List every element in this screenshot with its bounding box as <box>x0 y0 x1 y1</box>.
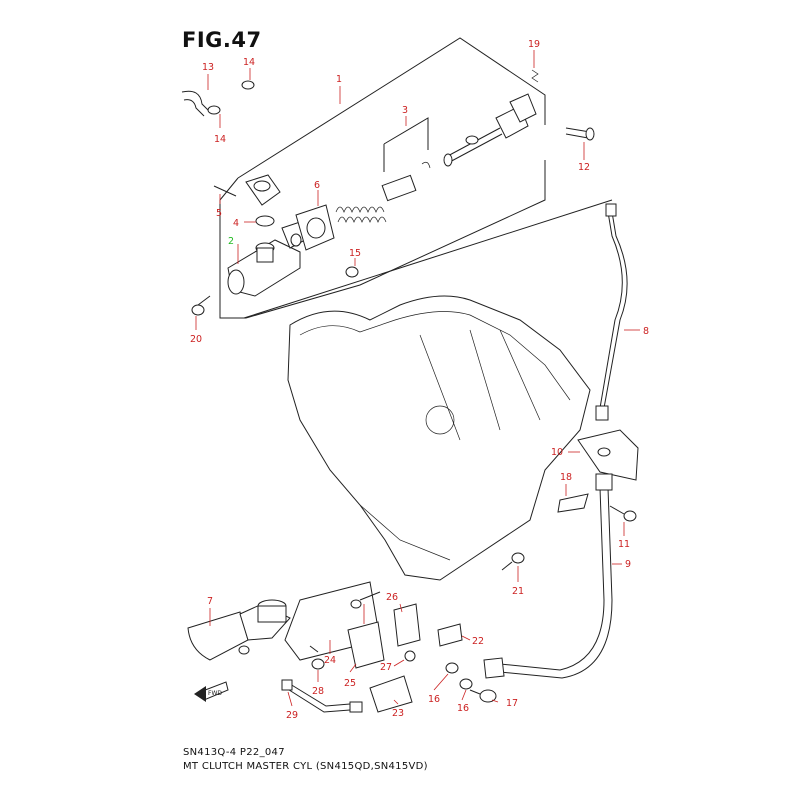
gasket <box>295 204 335 251</box>
mounting-plate <box>284 581 381 661</box>
callout-16: 16 <box>457 703 469 714</box>
callout-25: 25 <box>344 678 356 689</box>
callout-14: 14 <box>243 57 255 68</box>
callout-6: 6 <box>314 180 320 191</box>
damper <box>369 675 413 713</box>
bolt <box>501 552 525 571</box>
clutch-pipe <box>595 203 628 421</box>
bracket <box>347 621 385 669</box>
callout-9: 9 <box>625 559 631 570</box>
fitting <box>437 623 463 647</box>
washer <box>445 662 459 674</box>
callout-18: 18 <box>560 472 572 483</box>
callout-19: 19 <box>528 39 540 50</box>
callout-labels: 1 2 3 4 5 6 7 8 9 10 11 12 13 14 14 15 1… <box>190 39 649 721</box>
bolt <box>309 645 325 670</box>
clutch-hose <box>483 473 613 679</box>
callout-7: 7 <box>207 596 213 607</box>
pin <box>213 185 237 197</box>
callout-10: 10 <box>551 447 563 458</box>
callout-22: 22 <box>472 636 484 647</box>
figure-description: MT CLUTCH MASTER CYL (SN415QD,SN415VD) <box>183 761 428 772</box>
master-cylinder-box <box>219 37 546 319</box>
fwd-arrow: FWD <box>194 681 229 702</box>
callout-1: 1 <box>336 74 342 85</box>
callout-5: 5 <box>216 208 222 219</box>
push-rod <box>443 93 537 167</box>
callout-20: 20 <box>190 334 202 345</box>
figure-title: FIG.47 <box>182 28 262 52</box>
callout-21: 21 <box>512 586 524 597</box>
callout-3: 3 <box>402 105 408 116</box>
retainer-clip <box>557 493 589 513</box>
callout-4: 4 <box>233 218 239 229</box>
master-cylinder <box>227 215 306 297</box>
clutch-pipe-lower <box>281 679 363 713</box>
callout-26: 26 <box>386 592 398 603</box>
callout-15: 15 <box>349 248 361 259</box>
callout-13: 13 <box>202 62 214 73</box>
callout-28: 28 <box>312 686 324 697</box>
figure-code: SN413Q-4 P22_047 <box>183 747 285 758</box>
callout-12: 12 <box>578 162 590 173</box>
connector <box>245 174 281 206</box>
piston-spring <box>335 117 431 223</box>
callout-27: 27 <box>380 662 392 673</box>
bolt <box>609 505 637 522</box>
callout-24: 24 <box>324 655 336 666</box>
clevis-pin <box>565 127 595 141</box>
callout-29: 29 <box>286 710 298 721</box>
bracket <box>577 429 639 481</box>
callout-23: 23 <box>392 708 404 719</box>
leader-lines <box>195 50 640 707</box>
union <box>393 603 421 647</box>
slave-cylinder <box>187 599 291 661</box>
nut <box>345 266 359 278</box>
seal-ring <box>404 650 416 662</box>
fwd-label: FWD <box>208 690 222 697</box>
washer <box>459 678 473 690</box>
bolt <box>191 295 211 316</box>
callout-16: 16 <box>428 694 440 705</box>
callout-11: 11 <box>618 539 630 550</box>
reservoir-hose <box>181 80 255 117</box>
callout-2: 2 <box>228 236 234 247</box>
callout-17: 17 <box>506 698 518 709</box>
clip <box>531 69 539 83</box>
transmission-housing <box>287 295 591 581</box>
callout-8: 8 <box>643 326 649 337</box>
union-bolt <box>469 689 497 703</box>
callout-14: 14 <box>214 134 226 145</box>
